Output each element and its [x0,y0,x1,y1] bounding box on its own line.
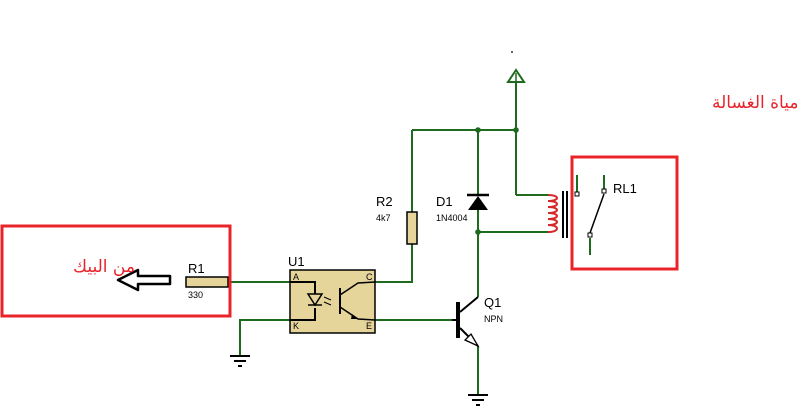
r2-ref: R2 [376,194,393,209]
junction-dot [475,229,481,235]
input-highlight-box [0,224,232,318]
optocoupler-u1[interactable]: U1 A K C E [288,254,376,334]
optocoupler-phototransistor-icon [339,281,376,321]
input-annotation: من البيك [73,257,135,277]
optocoupler-led-icon [290,281,332,321]
wire-u1c-to-r2 [375,244,413,283]
input-arrow-icon [116,268,172,292]
transistor-emitter-arrow-icon [463,332,480,348]
q1-ref: Q1 [484,295,501,310]
relay-coil-icon [547,194,558,233]
wire-u1-to-ground [239,319,290,356]
diode-symbol-icon [468,196,488,210]
resistor-r2[interactable]: R2 4k7 [376,194,418,245]
relay-rl1[interactable]: RL1 [547,181,637,238]
u1-pin-e: E [366,321,372,331]
junction-dot [513,127,519,133]
r2-value: 4k7 [376,213,391,223]
r1-value: 330 [188,290,203,300]
output-annotation: الى حنفية مياة الغسالة [712,93,797,113]
ground-icon [230,355,250,367]
resistor-r2-body [406,211,418,245]
relay-contact-icon [601,188,607,194]
transistor-base-bar [456,302,460,338]
ground-icon [468,394,488,406]
optocoupler-body [289,269,376,334]
diode-d1[interactable]: D1 1N4004 [436,193,489,223]
wires [228,82,605,395]
u1-ref: U1 [288,254,305,269]
relay-contact-icon [587,232,593,238]
d1-ref: D1 [436,194,453,209]
junctions [475,127,519,235]
stray-dot [511,51,513,53]
rl1-ref: RL1 [613,181,637,196]
d1-value: 1N4004 [436,213,468,223]
transistor-q1[interactable]: Q1 NPN [452,295,503,348]
resistor-r1[interactable]: R1 330 [185,261,229,300]
relay-highlight-box [570,155,679,271]
junction-dot [475,127,481,133]
u1-pin-a: A [293,272,299,282]
relay-switch-arm-icon [589,193,605,234]
r1-ref: R1 [188,261,205,276]
supply-arrow-icon [506,68,526,83]
q1-value: NPN [484,314,503,324]
resistor-r1-body [185,276,229,288]
u1-pin-k: K [293,321,299,331]
relay-contact-icon [574,191,580,197]
u1-pin-c: C [366,272,373,282]
